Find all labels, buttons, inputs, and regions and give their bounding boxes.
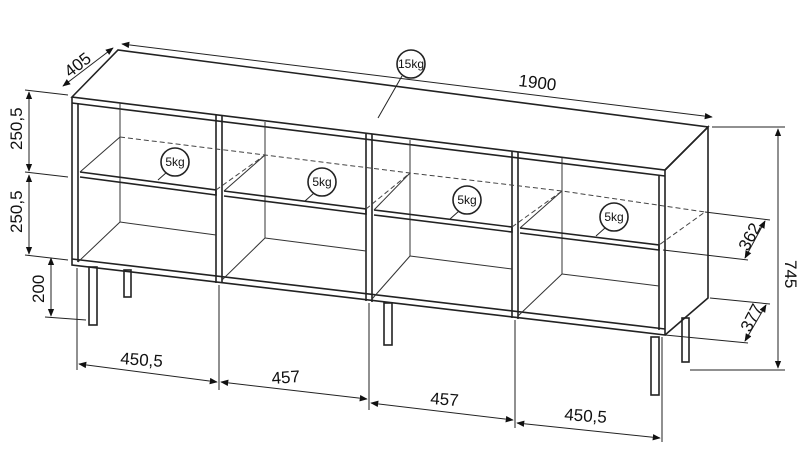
leg: [681, 317, 690, 363]
back-panel-lines: [77, 103, 660, 317]
depth-dimension-line: [62, 47, 114, 87]
width-label: 1900: [518, 71, 558, 94]
shelves: [79, 136, 707, 251]
shelf-depth-label: 362: [735, 220, 765, 254]
shelf-load-1: 5kg: [165, 155, 184, 169]
bottom-width-4: 450,5: [564, 405, 608, 427]
shelf: [519, 227, 660, 251]
depth-label: 405: [61, 49, 95, 81]
legs: [88, 266, 690, 396]
shelf-load-3: 5kg: [457, 193, 476, 207]
top-load-label: 15kg: [398, 57, 424, 71]
shelf-load-4: 5kg: [604, 210, 623, 224]
shelf-load-badge: [160, 147, 190, 177]
bottom-width-2: 457: [271, 367, 301, 388]
bottom-width-dimension-line: [370, 400, 514, 423]
inner-depth-label: 377: [737, 301, 767, 335]
shelf: [373, 209, 513, 233]
shelf-load-2: 5kg: [312, 175, 331, 189]
leg-height-label: 200: [29, 275, 48, 303]
bottom-width-dimension-line: [516, 420, 661, 441]
top-load-badge: [396, 49, 426, 79]
bottom-width-dimension-line: [220, 379, 368, 402]
leg: [383, 302, 393, 346]
shelf-load-badge: [452, 185, 482, 215]
leg: [88, 266, 98, 326]
leg: [650, 336, 660, 396]
inner-depth-dimension-line: [744, 304, 767, 342]
shelf-depth-dimension-line: [744, 220, 766, 259]
bottom-width-1: 450,5: [120, 349, 164, 371]
total-height-label: 745: [781, 260, 800, 288]
bottom-width-dimension-line: [78, 361, 218, 385]
shelf-load-badge: [599, 202, 629, 232]
shelf-load-badge: [307, 167, 337, 197]
shelf-back-edge-dashed: [119, 136, 707, 246]
shelf: [223, 190, 367, 215]
cabinet-right-side: [664, 125, 709, 336]
shelf: [79, 171, 217, 196]
width-dimension-line: [121, 41, 713, 120]
lower-height-label: 250,5: [7, 190, 26, 233]
upper-height-label: 250,5: [7, 107, 26, 150]
dividers: [215, 115, 519, 319]
cabinet-front: [71, 97, 666, 336]
bottom-width-3: 457: [430, 389, 460, 410]
load-indicators: 15kg 5kg 5kg 5kg 5kg: [157, 49, 629, 237]
leg: [123, 269, 132, 298]
bottom-panel-edge: [71, 258, 666, 330]
